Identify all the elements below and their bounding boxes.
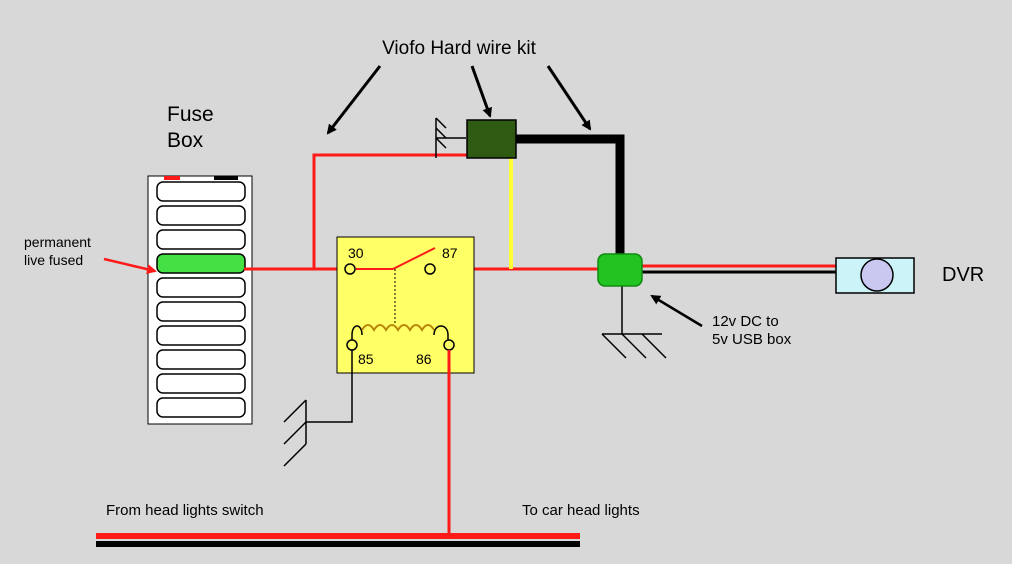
fuse-slot bbox=[156, 397, 246, 418]
relay-pin-30-label: 30 bbox=[348, 245, 364, 261]
fuse-slot bbox=[156, 205, 246, 226]
relay-pin-86-label: 86 bbox=[416, 351, 432, 367]
permanent-arrow bbox=[103, 257, 157, 275]
relay-pin-85-label: 85 bbox=[358, 351, 374, 367]
relay-pin-86 bbox=[443, 339, 455, 351]
fuse-slot bbox=[156, 229, 246, 250]
dvr-lens bbox=[860, 258, 894, 292]
converter-label-line2: 5v USB box bbox=[712, 331, 792, 348]
fuse-box-title-line1: Fuse bbox=[167, 103, 214, 126]
fuse-box-title-line2: Box bbox=[167, 129, 204, 152]
from-switch-label: From head lights switch bbox=[106, 502, 264, 519]
relay-pin-85 bbox=[346, 339, 358, 351]
fuse-slot bbox=[156, 325, 246, 346]
relay: 30 87 85 86 bbox=[336, 236, 475, 374]
converter-label-line1: 12v DC to bbox=[712, 313, 779, 330]
converter-pointer-arrow bbox=[650, 294, 703, 328]
relay-pin-87 bbox=[424, 263, 436, 275]
fuse-slot bbox=[156, 277, 246, 298]
permanent-label-line2: live fused bbox=[24, 252, 83, 268]
live-wire-to-kit bbox=[312, 153, 468, 269]
kit-module bbox=[435, 117, 517, 159]
kit-ground-cable bbox=[516, 134, 625, 258]
fuse-box bbox=[147, 175, 253, 425]
usb-converter bbox=[597, 253, 667, 359]
fuse-slot bbox=[156, 301, 246, 322]
fuse-slot bbox=[156, 181, 246, 202]
relay-pin-87-label: 87 bbox=[442, 245, 458, 261]
kit-arrows bbox=[326, 65, 592, 135]
dvr-label: DVR bbox=[942, 264, 984, 286]
fuse-slot bbox=[156, 349, 246, 370]
to-lights-label: To car head lights bbox=[522, 502, 640, 519]
dvr-camera bbox=[835, 257, 915, 294]
relay-pin-30 bbox=[344, 263, 356, 275]
fuse-slot bbox=[156, 373, 246, 394]
permanent-label-line1: permanent bbox=[24, 234, 91, 250]
kit-title: Viofo Hard wire kit bbox=[382, 38, 537, 59]
ground-symbol-relay bbox=[283, 399, 307, 467]
relay-85-ground-wire bbox=[306, 350, 353, 423]
fuse-slot-permanent-live bbox=[156, 253, 246, 274]
